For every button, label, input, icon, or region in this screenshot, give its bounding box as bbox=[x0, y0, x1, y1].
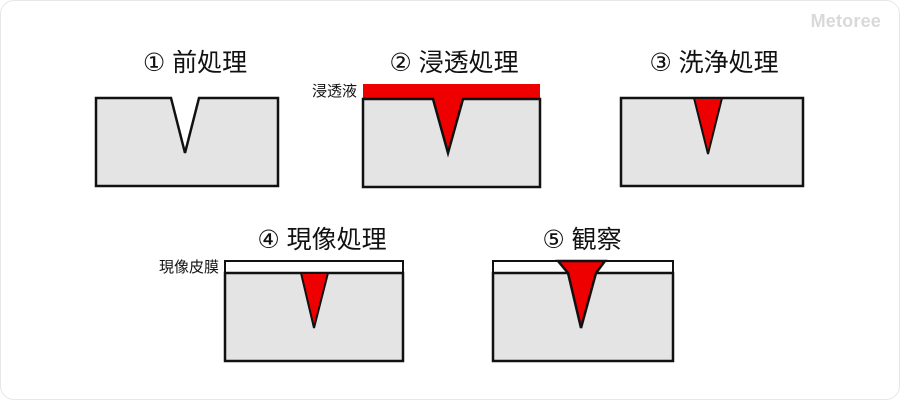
penetrant-liquid-label: 浸透液 bbox=[311, 83, 357, 100]
step-5-diagram bbox=[491, 259, 675, 363]
step-5-title: ⑤ 観察 bbox=[542, 226, 622, 254]
penetrant-layer-shape bbox=[363, 84, 540, 99]
step-2-diagram bbox=[361, 84, 542, 189]
penetrant-in-flaw-shape bbox=[692, 97, 724, 155]
developer-film-label: 現像皮膜 bbox=[158, 259, 219, 276]
step-4-title: ④ 現像処理 bbox=[257, 226, 387, 254]
penetrant-in-flaw-shape bbox=[299, 272, 330, 329]
step-1-title: ① 前処理 bbox=[142, 49, 248, 77]
step-3-title: ③ 洗浄処理 bbox=[649, 49, 779, 77]
developer-film-shape bbox=[224, 260, 404, 274]
penetrant-in-flaw-shape bbox=[433, 97, 463, 153]
step-1-diagram bbox=[94, 96, 280, 188]
step-4-diagram bbox=[223, 260, 405, 363]
indication-shape bbox=[555, 259, 608, 329]
step-2-title: ② 浸透処理 bbox=[389, 49, 519, 77]
object-shape bbox=[361, 97, 542, 189]
object-with-flaw-shape bbox=[94, 96, 280, 188]
brand-logo: Metoree bbox=[810, 11, 881, 31]
step-3-diagram bbox=[619, 96, 805, 188]
